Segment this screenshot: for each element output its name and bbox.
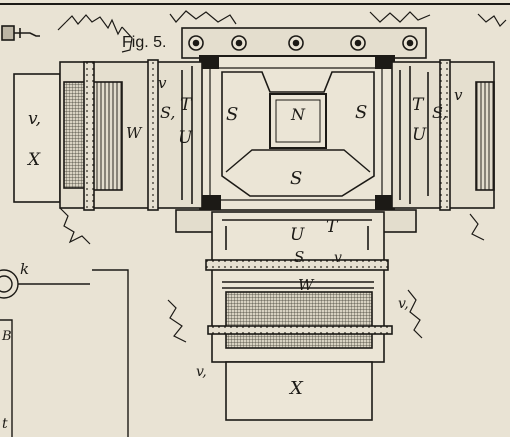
tap-valve-icon: [1, 25, 40, 41]
label-s1-right: S,: [432, 103, 447, 122]
label-b-side: B: [1, 329, 12, 344]
label-t-right: T: [412, 95, 425, 115]
label-v-left: v: [158, 74, 167, 92]
label-s-right: S: [355, 102, 367, 123]
main-housing: [199, 55, 395, 213]
label-v1-left: v,: [28, 109, 41, 129]
label-s1-left: S,: [160, 103, 175, 122]
label-n-center: N: [290, 105, 306, 124]
label-u-lower: U: [290, 225, 305, 245]
left-arm: [13, 59, 203, 211]
label-u-right: U: [412, 125, 427, 145]
masonry-walls: [57, 10, 507, 343]
lower-arm: [175, 209, 417, 421]
label-s-left: S: [226, 104, 238, 125]
label-v1-lower-right: v,: [398, 296, 409, 312]
label-v-lower: v: [334, 250, 342, 266]
label-k-side: k: [20, 260, 29, 278]
label-w-lower: W: [298, 276, 315, 294]
right-arm: [391, 59, 495, 211]
label-t-left: T: [180, 95, 193, 115]
label-s-bottom-center: S: [290, 168, 302, 189]
label-x-left: X: [26, 150, 41, 170]
side-details: [0, 269, 129, 437]
label-u-left: U: [178, 128, 193, 148]
label-t-lower: T: [326, 217, 339, 237]
label-v1-lower-left: v,: [196, 364, 207, 380]
label-t-side: t: [2, 416, 8, 432]
top-flange: [181, 27, 427, 59]
label-x-bottom: X: [288, 378, 304, 399]
figure-title: Fig. 5.: [122, 34, 166, 51]
label-s-lower: S: [294, 248, 304, 266]
label-v-right: v: [454, 86, 463, 104]
label-w-left: W: [126, 124, 143, 142]
